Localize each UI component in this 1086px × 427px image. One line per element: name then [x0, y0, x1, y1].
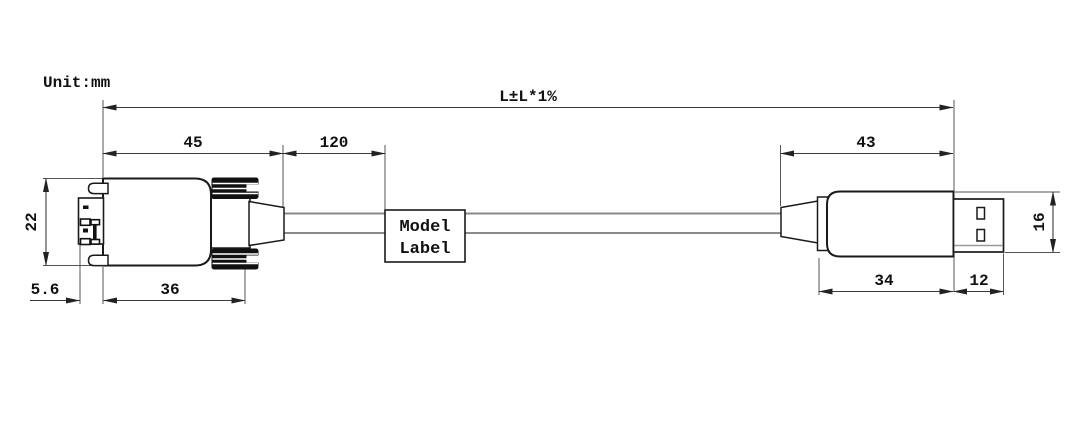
db9-face-pins [79, 205, 101, 246]
usb-strain-relief [780, 200, 819, 244]
dim-label-12: 12 [969, 272, 988, 290]
dim-label-34: 34 [874, 272, 894, 290]
db9-neck [204, 197, 251, 249]
usb-body [826, 190, 955, 258]
dim-label-overall-length: L±L*1% [499, 88, 557, 106]
standoff-tab-top [87, 182, 109, 195]
cable [284, 212, 781, 234]
db9-body [102, 177, 212, 267]
dim-label-22: 22 [23, 212, 41, 231]
dim-label-36: 36 [160, 281, 179, 299]
dim-label-120: 120 [320, 134, 349, 152]
model-label-box: Model Label [384, 209, 466, 263]
model-label-line1: Model [399, 218, 450, 237]
thumbscrew-top [211, 177, 260, 199]
unit-label: Unit:mm [43, 74, 111, 92]
usb-contact-window-bottom [976, 228, 986, 242]
dimension-lines [30, 104, 1057, 304]
usb-contact-window-top [976, 206, 986, 220]
model-label-line2: Label [399, 240, 450, 259]
thumbscrew-bottom [211, 248, 260, 270]
dim-label-16: 16 [1031, 212, 1049, 231]
usb-connector [780, 190, 1005, 258]
db9-strain-relief [248, 200, 285, 247]
dim-label-45: 45 [183, 134, 202, 152]
standoff-tab-bottom [87, 254, 109, 267]
dim-label-43: 43 [856, 134, 875, 152]
dim-label-5.6: 5.6 [31, 281, 60, 299]
db9-connector [77, 177, 285, 270]
